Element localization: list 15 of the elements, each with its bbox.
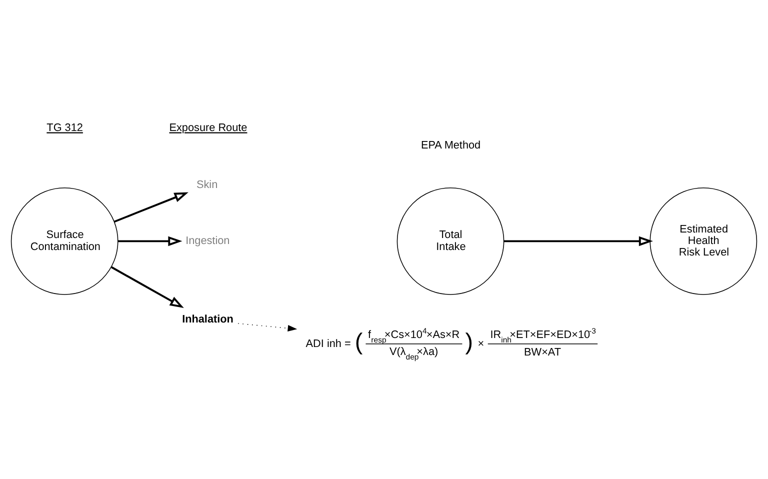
node-circle: Estimated Health Risk Level [650, 186, 758, 294]
node-text: ADI inh = ( f$_{resp}$×Cs×10$^{4}$×As×R ) × IR$_{inh}$×ET×EF×ED×10$^{-3}$ V(λ$_{dep}$×λa) BW×AT [306, 326, 596, 361]
arrow [238, 322, 298, 332]
arrow [111, 266, 184, 308]
arrow [504, 236, 653, 246]
node-text: Skin [196, 178, 218, 191]
label: Exposure Route [169, 122, 248, 134]
node-circle: Surface Contamination [10, 186, 118, 294]
arrow [114, 192, 188, 222]
node-text: Ingestion [186, 234, 230, 247]
node-circle: Total Intake [396, 186, 504, 294]
node-text: Inhalation [182, 313, 234, 326]
label: EPA Method [420, 138, 481, 151]
label: TG 312 [46, 122, 83, 134]
arrow [118, 236, 182, 246]
